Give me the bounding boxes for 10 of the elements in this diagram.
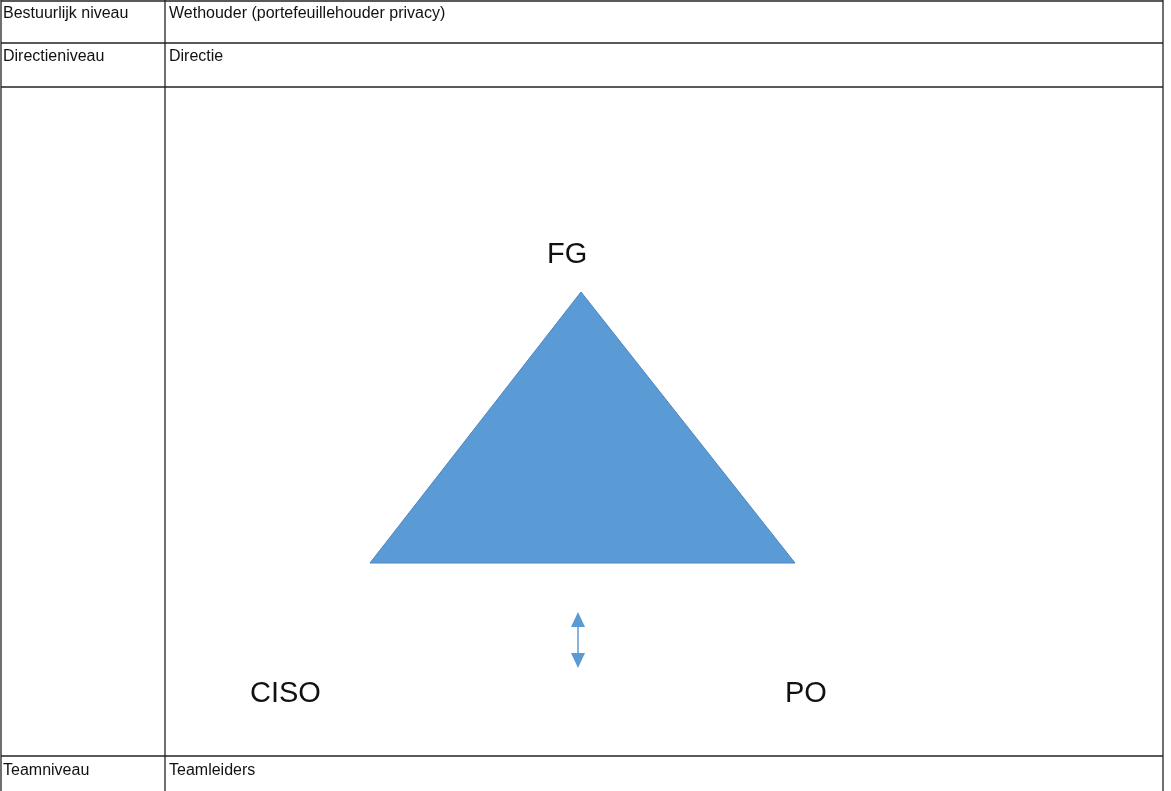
role-label: PO [785,676,827,708]
triangle-shape [369,291,796,564]
role-label: FG [547,237,588,269]
level-description: Wethouder (portefeuillehouder privacy) [169,3,446,22]
level-description: Teamleiders [169,760,256,779]
row-label: Teamniveau [3,760,90,779]
row-label: Bestuurlijk niveau [3,3,130,22]
level-description: Directie [169,46,224,65]
row-label: Directieniveau [3,46,106,65]
role-label: CISO [250,676,321,708]
